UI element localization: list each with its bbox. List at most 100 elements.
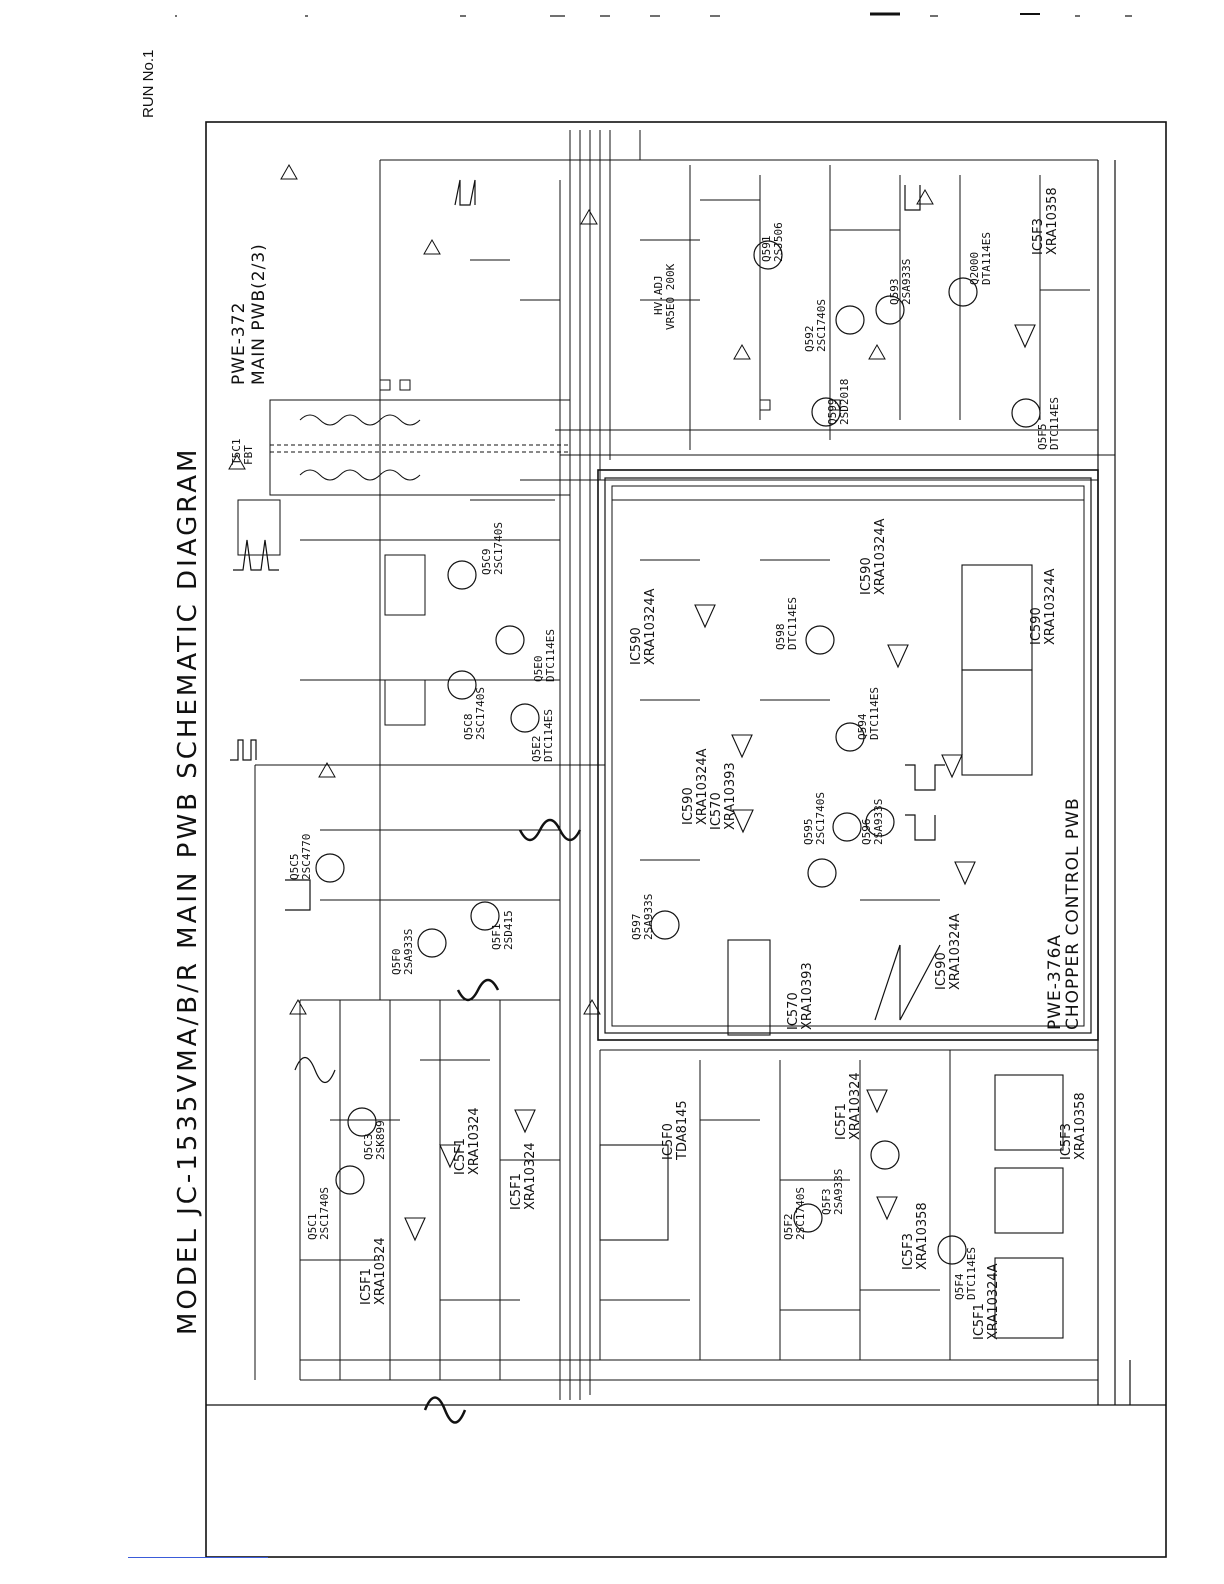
ic590-b-part: XRA10324A <box>873 518 888 595</box>
q591-ref: Q591 <box>760 236 773 263</box>
q5f4-ref: Q5F4 <box>953 1273 966 1300</box>
ic-packages <box>599 564 1064 1339</box>
ic5f1-a-part: XRA10324 <box>467 1107 482 1175</box>
ic590-c-part: XRA10324A <box>1043 568 1058 645</box>
q5c9-part: 2SC1740S <box>492 522 505 575</box>
chopper-board-code: PWE-376A <box>1045 934 1065 1030</box>
ic590-d-part: XRA10324A <box>695 748 710 825</box>
q5f3-part: 2SA933S <box>832 1169 845 1215</box>
t5c1-type: FBT <box>242 445 255 465</box>
q592-ref: Q592 <box>803 326 816 353</box>
q596-ref: Q596 <box>860 819 873 846</box>
q5c8-part: 2SC1740S <box>474 687 487 740</box>
q596-part: 2SA933S <box>872 799 885 845</box>
q5f5-ref: Q5F5 <box>1036 424 1049 451</box>
ic5f3-b-part: XRA10358 <box>1073 1092 1088 1160</box>
scan-specks <box>170 8 1160 22</box>
ic590-e-ref: IC590 <box>934 952 949 990</box>
ic590-d-ref: IC590 <box>681 787 696 825</box>
chopper-board-outline <box>597 469 1099 1041</box>
q5f0-ref: Q5F0 <box>390 949 403 976</box>
q597-part: 2SA933S <box>642 894 655 940</box>
main-board-code: PWE-372 <box>229 302 249 385</box>
q5e0-part: DTC114ES <box>544 629 557 682</box>
q595-part: 2SC1740S <box>814 792 827 845</box>
diagram-title: MODEL JC-1535VMA/B/R MAIN PWB SCHEMATIC … <box>173 447 203 1335</box>
q598-part: DTC114ES <box>786 597 799 650</box>
q594-ref: Q594 <box>856 713 869 740</box>
main-board-name: MAIN PWB(2/3) <box>249 243 269 385</box>
ic5f3-b-ref: IC5F3 <box>1059 1123 1074 1160</box>
ic570-b-part: XRA10393 <box>800 962 815 1030</box>
ic5f0-part: TDA8145 <box>675 1100 690 1161</box>
ic5f1-d-part: XRA10324 <box>848 1072 863 1140</box>
ic5f1-c-part: XRA10324 <box>373 1237 388 1305</box>
ic570-a-part: XRA10393 <box>723 762 738 830</box>
t5c1-ref: T5C1 <box>230 439 243 466</box>
q593-part: 2SA933S <box>900 259 913 305</box>
ic5f1-pkg-part: XRA10324A <box>986 1263 1001 1340</box>
q5c9-ref: Q5C9 <box>480 549 493 576</box>
chopper-board-name: CHOPPER CONTROL PWB <box>1063 797 1083 1030</box>
small-components <box>300 199 1090 1311</box>
q599-part: 2SD2018 <box>838 379 851 425</box>
ic5f3-a-part: XRA10358 <box>915 1202 930 1270</box>
q5f4-part: DTC114ES <box>965 1247 978 1300</box>
ic5f1-pkg-ref: IC5F1 <box>972 1303 987 1340</box>
ic5f3-c-part: XRA10358 <box>1045 187 1060 255</box>
q5f3-ref: Q5F3 <box>820 1189 833 1216</box>
q5c3-ref: Q5C3 <box>362 1134 375 1161</box>
q599-ref: Q599 <box>826 399 839 426</box>
ic5f0-ref: IC5F0 <box>661 1123 676 1160</box>
q595-ref: Q595 <box>802 819 815 846</box>
waveforms <box>230 179 945 1424</box>
frame-lines <box>205 121 1167 1558</box>
q5f5-part: DTC114ES <box>1048 397 1061 450</box>
q5c8-ref: Q5C8 <box>462 714 475 741</box>
ic570-b-ref: IC570 <box>786 992 801 1030</box>
q5f2-ref: Q5F2 <box>782 1214 795 1241</box>
transistor-symbols <box>315 240 1041 1265</box>
ic590-e-part: XRA10324A <box>948 913 963 990</box>
q5f1-ref: Q5F1 <box>490 924 503 951</box>
hv-adj-ref: HV.ADJ <box>652 275 665 315</box>
ic5f1-a-ref: IC5F1 <box>453 1138 468 1175</box>
q5f2-part: 2SC1740S <box>794 1187 807 1240</box>
q598-ref: Q598 <box>774 624 787 651</box>
warning-markers <box>228 163 934 1015</box>
bottom-rule <box>128 1557 268 1558</box>
q2000-ref: Q2000 <box>968 252 981 285</box>
q5e2-part: DTC114ES <box>542 709 555 762</box>
q5e0-ref: Q5E0 <box>532 656 545 683</box>
ic590-a-ref: IC590 <box>629 627 644 665</box>
q597-ref: Q597 <box>630 914 643 941</box>
q5c1-part: 2SC1740S <box>318 1187 331 1240</box>
q5f1-part: 2SD415 <box>502 910 515 950</box>
q593-ref: Q593 <box>888 279 901 306</box>
fbt-transformer <box>237 399 571 726</box>
ic590-c-ref: IC590 <box>1029 607 1044 645</box>
q591-part: 2SJ506 <box>772 222 785 262</box>
ic5f1-b-ref: IC5F1 <box>509 1173 524 1210</box>
q2000-part: DTA114ES <box>980 232 993 285</box>
q592-part: 2SC1740S <box>815 299 828 352</box>
ic5f3-a-ref: IC5F3 <box>901 1233 916 1270</box>
q5f0-part: 2SA933S <box>402 929 415 975</box>
q5c5-part: 2SC4770 <box>300 834 313 880</box>
q5c3-part: 2SK899 <box>374 1120 387 1160</box>
bus-lines <box>254 130 1115 1400</box>
ic5f1-d-ref: IC5F1 <box>834 1103 849 1140</box>
opamp-symbols <box>404 324 1036 1242</box>
ic5f1-b-part: XRA10324 <box>523 1142 538 1210</box>
ic5f1-c-ref: IC5F1 <box>359 1268 374 1305</box>
ic5f3-c-ref: IC5F3 <box>1031 218 1046 255</box>
q5e2-ref: Q5E2 <box>530 736 543 763</box>
ic590-b-ref: IC590 <box>859 557 874 595</box>
q5c5-ref: Q5C5 <box>288 854 301 881</box>
ic570-a-ref: IC570 <box>709 792 724 830</box>
hv-adj-part: VR5E0 200K <box>664 263 677 330</box>
q5c1-ref: Q5C1 <box>306 1214 319 1241</box>
ic590-a-part: XRA10324A <box>643 588 658 665</box>
